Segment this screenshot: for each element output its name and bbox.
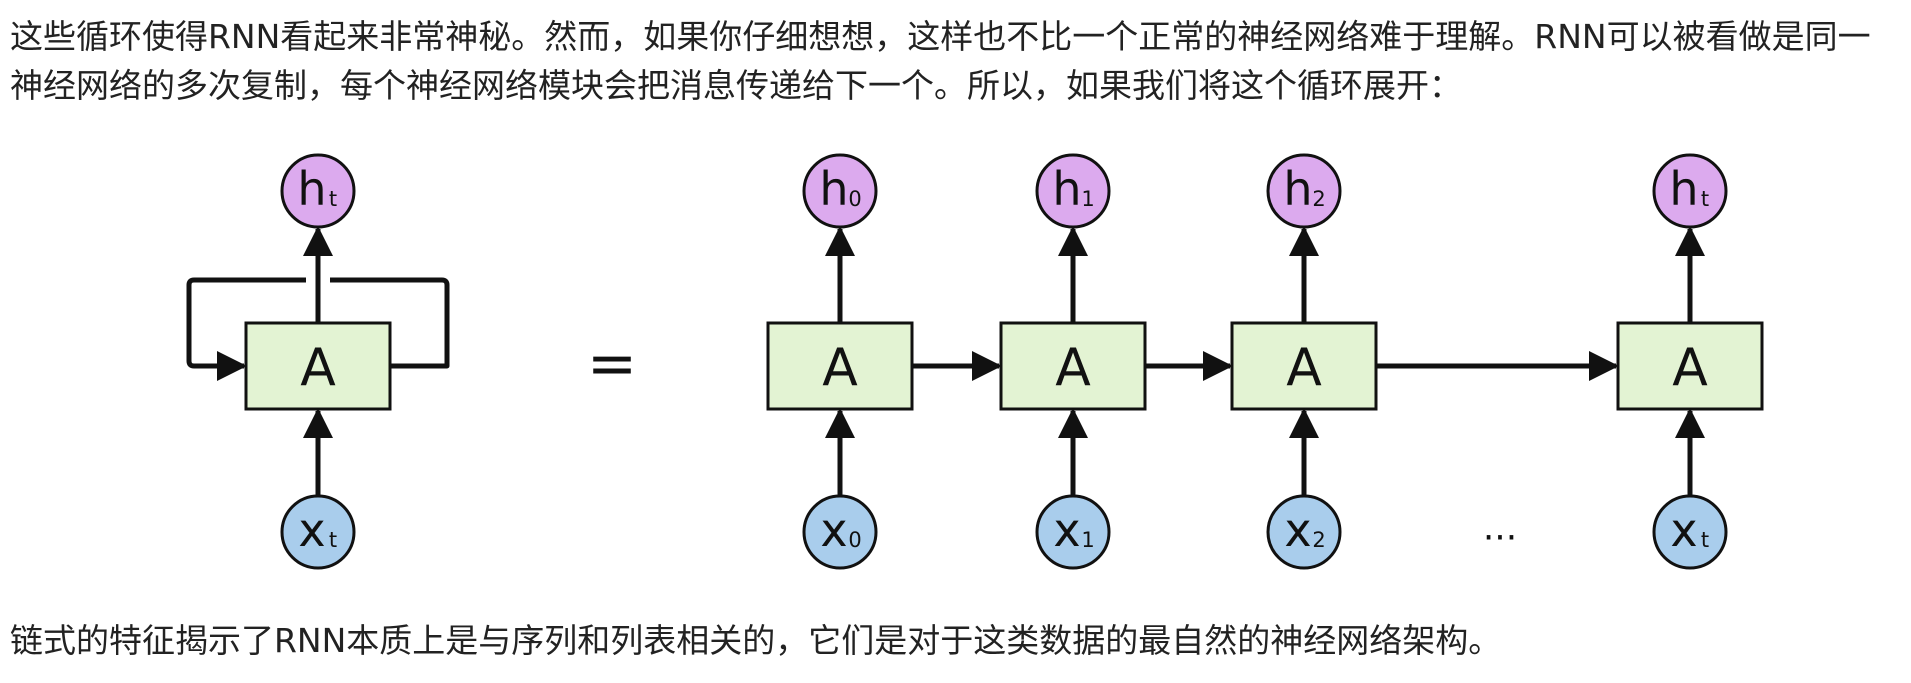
unrolled-output-node-2-subscript-text: 2	[1312, 187, 1325, 211]
unrolled-input-node-0-main-text: x	[820, 503, 847, 557]
unrolled-output-node-1	[1035, 153, 1111, 229]
unrolled-output-node-0-main-text: h	[819, 162, 848, 216]
unrolled-input-node-2-subscript-text: 2	[1312, 528, 1325, 552]
unrolled-cell-3-label: A	[1672, 338, 1708, 398]
recurrent-loop-right	[330, 277, 450, 369]
unrolled-output-node-3	[1652, 153, 1728, 229]
unrolled-input-node-1	[1035, 494, 1111, 570]
rolled-input-node-main-text: x	[298, 503, 325, 557]
unrolled-cell-2-label: A	[1286, 338, 1322, 398]
rolled-input-node-subscript-text: t	[329, 528, 337, 552]
unrolled-output-node-2	[1266, 153, 1342, 229]
unrolled-input-node-3	[1652, 494, 1728, 570]
unrolled-input-node-2-main-text: x	[1284, 503, 1311, 557]
unrolled-output-node-3-main-text: h	[1669, 162, 1698, 216]
unrolled-cell-1-label: A	[1055, 338, 1091, 398]
unrolled-input-node-3-main-text: x	[1670, 503, 1697, 557]
intro-paragraph: 这些循环使得RNN看起来非常神秘。然而，如果你仔细想想，这样也不比一个正常的神经…	[10, 17, 1871, 105]
unrolled-cell-0-label: A	[822, 338, 858, 398]
rolled-output-node-subscript-text: t	[329, 187, 337, 211]
outro-paragraph: 链式的特征揭示了RNN本质上是与序列和列表相关的，它们是对于这类数据的最自然的神…	[10, 621, 1502, 660]
rolled-input-node	[280, 494, 356, 570]
unrolled-output-node-0-subscript-text: 0	[848, 187, 861, 211]
unrolled-output-node-3-subscript-text: t	[1701, 187, 1709, 211]
rolled-output-node-main-text: h	[297, 162, 326, 216]
unrolled-output-node-1-main-text: h	[1052, 162, 1081, 216]
unrolled-input-node-3-subscript-text: t	[1701, 528, 1709, 552]
unrolled-input-node-2	[1266, 494, 1342, 570]
ellipsis-text: ...	[1483, 508, 1517, 549]
unrolled-input-node-1-subscript-text: 1	[1081, 528, 1094, 552]
unrolled-input-node-1-main-text: x	[1053, 503, 1080, 557]
recurrent-loop-left	[186, 277, 306, 381]
unrolled-output-node-0	[802, 153, 878, 229]
equals-sign: =	[587, 329, 637, 399]
unrolled-input-node-0-subscript-text: 0	[848, 528, 861, 552]
unrolled-input-node-0	[802, 494, 878, 570]
rolled-cell-label: A	[300, 338, 336, 398]
unrolled-output-node-2-main-text: h	[1283, 162, 1312, 216]
unrolled-output-node-1-subscript-text: 1	[1081, 187, 1094, 211]
rolled-output-node	[280, 153, 356, 229]
